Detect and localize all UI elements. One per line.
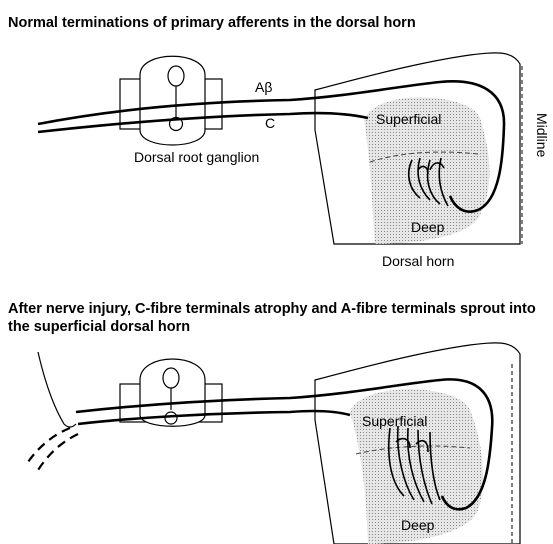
drg-cell-body-c-injured xyxy=(165,412,177,424)
label-dorsal-root-ganglion: Dorsal root ganglion xyxy=(134,149,259,165)
label-superficial: Superficial xyxy=(376,111,441,127)
severed-fibre-dashed-2 xyxy=(38,434,78,470)
label-deep: Deep xyxy=(411,219,445,235)
panel-bottom: Superficial Deep xyxy=(28,343,520,544)
label-abeta: Aβ xyxy=(255,79,272,95)
label-midline: Midline xyxy=(534,113,550,158)
label-c-fibre: C xyxy=(265,115,275,131)
label-superficial-injured: Superficial xyxy=(362,413,427,429)
drg-cell-body-abeta xyxy=(168,66,184,86)
label-deep-injured: Deep xyxy=(401,517,435,533)
label-dorsal-horn: Dorsal horn xyxy=(382,253,454,269)
injured-nerve-stump xyxy=(38,352,76,427)
drg-cell-body-abeta-injured xyxy=(163,368,179,388)
panel-top: Aβ C Dorsal root ganglion Superficial De… xyxy=(38,53,550,269)
